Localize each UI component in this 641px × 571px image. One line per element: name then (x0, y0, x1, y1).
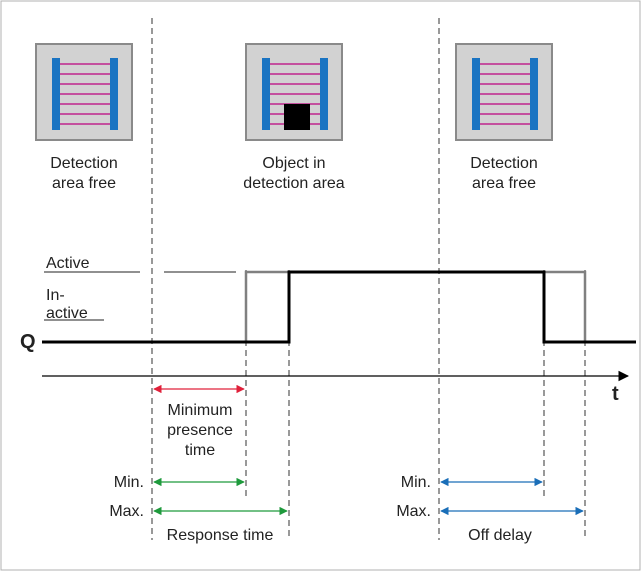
inactive-label-line1: In- (46, 287, 65, 304)
object-block (284, 104, 310, 130)
response-min-label: Min. (114, 474, 144, 491)
panel-3-caption-line2: area free (472, 175, 536, 192)
off-delay-min-label: Min. (401, 474, 431, 491)
response-max-label: Max. (109, 503, 144, 520)
panel-2-caption-line1: Object in (262, 155, 325, 172)
min-presence-label-3: time (185, 442, 215, 459)
active-label: Active (46, 255, 90, 272)
signal-name-q: Q (20, 331, 36, 353)
light-beams (60, 63, 110, 125)
panel-1-caption-line1: Detection (50, 155, 118, 172)
sensor-panel-3 (455, 43, 553, 141)
sensor-panel-2 (245, 43, 343, 141)
time-axis-label: t (612, 383, 619, 405)
min-presence-label-1: Minimum (168, 402, 233, 419)
panel-3-caption-line1: Detection (470, 155, 538, 172)
level-lines (44, 271, 236, 321)
panel-2-caption-line2: detection area (243, 175, 345, 192)
min-presence-label-2: presence (167, 422, 233, 439)
panel-1-caption-line2: area free (52, 175, 116, 192)
sensor-panel-1 (35, 43, 133, 141)
signal-trace-max (42, 270, 636, 344)
off-delay-max-label: Max. (396, 503, 431, 520)
inactive-label-line2: active (46, 305, 88, 322)
response-time-label: Response time (167, 527, 274, 544)
light-beams (480, 63, 530, 125)
signal-trace-min (244, 270, 636, 344)
off-delay-label: Off delay (468, 527, 532, 544)
